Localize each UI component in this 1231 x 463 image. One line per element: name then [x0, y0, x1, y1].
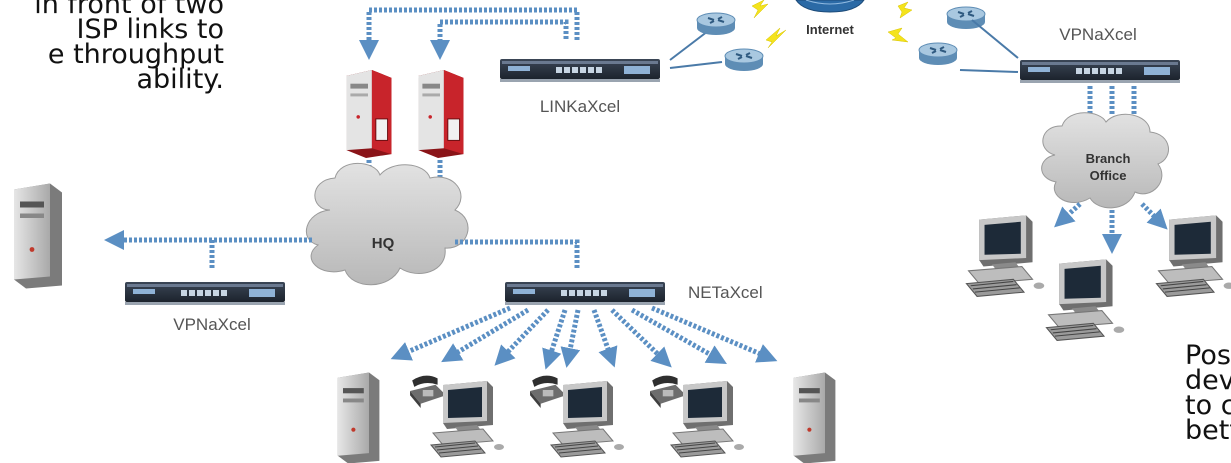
hq-to-net-link	[455, 239, 580, 270]
vpn-left-label: VPNaXcel	[173, 315, 250, 334]
left-server-icon	[14, 183, 62, 289]
vpn-top-label: VPNaXcel	[1059, 25, 1136, 44]
internet-label: Internet	[806, 22, 854, 37]
left-caption-line: e throughput	[47, 39, 224, 70]
vpn-top-appliance	[1020, 60, 1180, 83]
link-top-to-servers	[359, 7, 580, 60]
link-appliance	[500, 59, 660, 82]
net-appliance	[505, 282, 665, 305]
left-caption-line: in front of two	[34, 0, 224, 20]
lightning-icon	[751, 0, 913, 49]
vpn-left-appliance	[125, 282, 285, 305]
right-caption-line: bett	[1185, 415, 1231, 446]
right-caption: Pos dev to c bett	[1185, 340, 1231, 446]
phone-icon	[410, 375, 447, 408]
workstation-icon	[1045, 258, 1125, 341]
left-caption-line: ability.	[136, 64, 225, 95]
left-caption-line: ISP links to	[76, 14, 224, 45]
right-caption-line: dev	[1185, 365, 1231, 396]
red-server-left	[345, 70, 392, 158]
routers-to-vpn-link	[959, 19, 1019, 73]
phone-icon	[650, 375, 687, 408]
hq-cloud-icon: HQ	[306, 162, 469, 286]
hq-to-left-vpn-link	[104, 230, 312, 268]
right-caption-line: to c	[1185, 390, 1231, 421]
router-icon	[724, 48, 764, 72]
red-server-right	[417, 70, 464, 158]
phone-icon	[530, 375, 567, 408]
right-caption-line: Pos	[1185, 340, 1231, 371]
workstation-icon	[965, 214, 1045, 297]
net-label: NETaXcel	[688, 283, 763, 302]
globe-icon	[795, 0, 865, 13]
branch-label-line2: Office	[1090, 168, 1127, 183]
branch-label-line1: Branch	[1086, 151, 1131, 166]
workstation-icon	[1155, 214, 1231, 297]
net-fanout-arrows	[390, 305, 778, 370]
link-label: LINKaXcel	[540, 97, 620, 116]
bottom-server-left	[337, 372, 380, 463]
left-caption: in front of two ISP links to e throughpu…	[0, 0, 225, 95]
vpn-to-branch-links	[1087, 86, 1137, 116]
hq-label: HQ	[372, 235, 395, 252]
branch-fanout-arrows	[1054, 202, 1168, 254]
branch-cloud-icon: Branch Office	[1041, 112, 1169, 209]
router-icon	[918, 42, 958, 66]
bottom-server-right	[793, 372, 836, 463]
router-icon	[696, 12, 736, 36]
